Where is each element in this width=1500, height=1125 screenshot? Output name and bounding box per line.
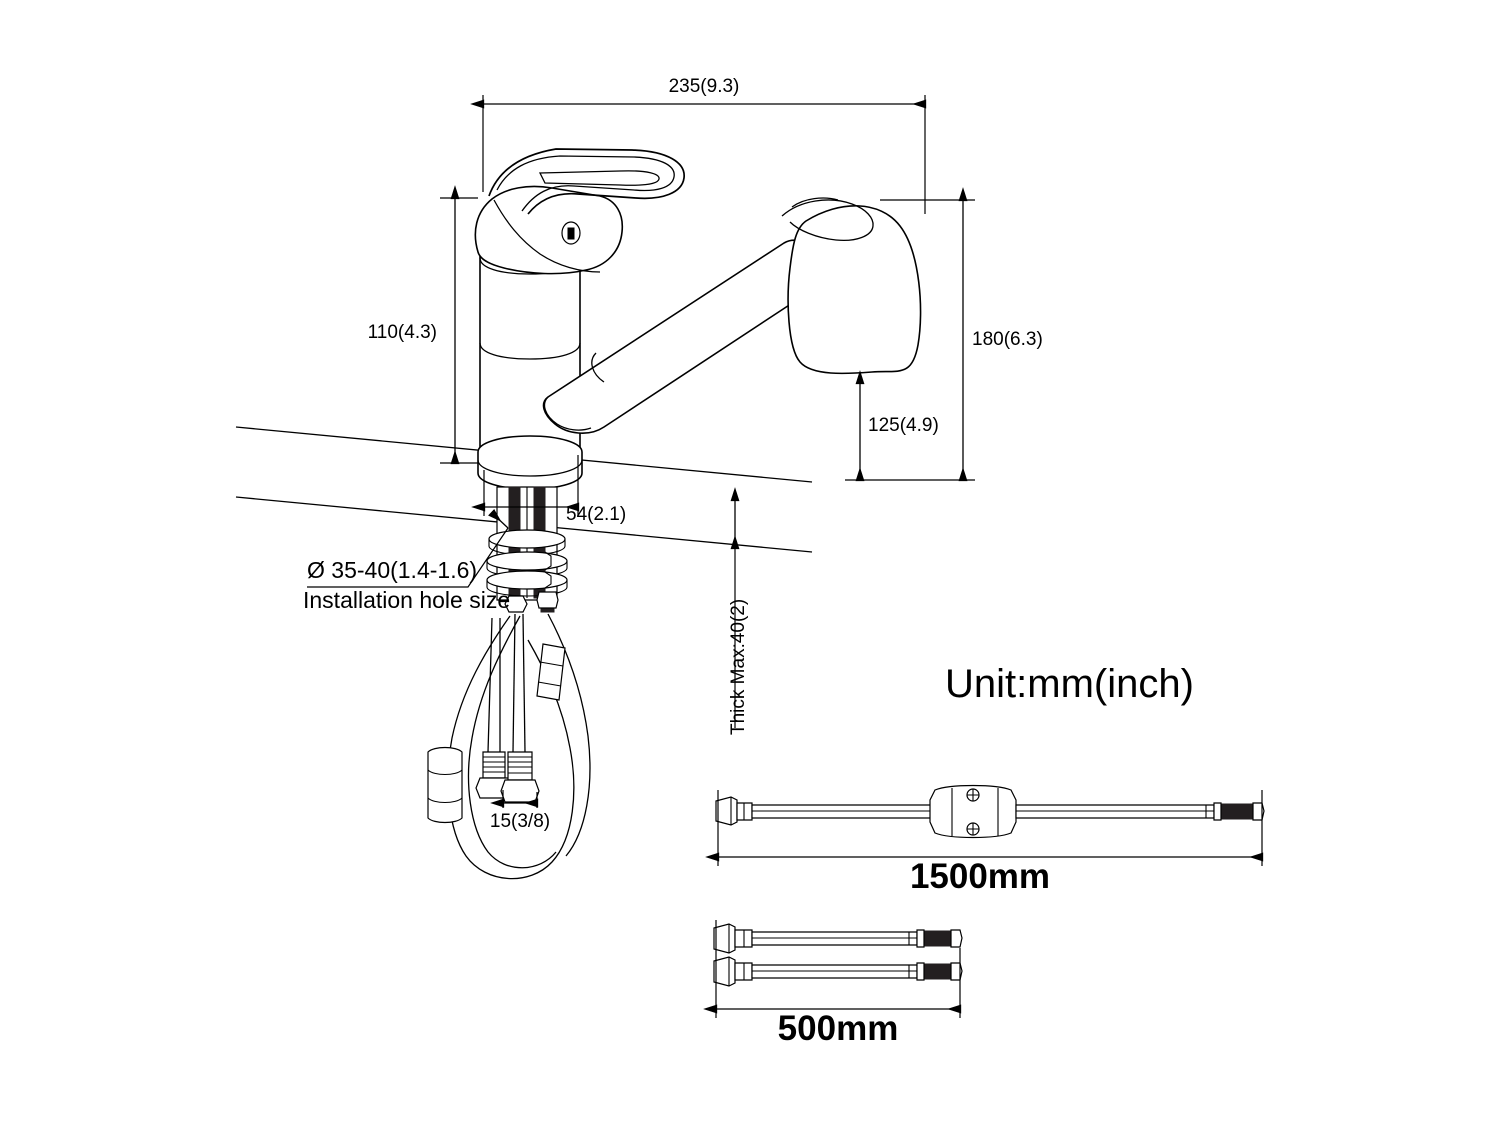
dimension-spray-head-height: 125(4.9) bbox=[855, 370, 939, 482]
hose-quick-connector bbox=[536, 643, 566, 701]
supply-hose-upper bbox=[713, 923, 963, 954]
spray-head bbox=[781, 197, 922, 375]
mounting-hardware bbox=[486, 529, 568, 613]
deck-flange bbox=[477, 435, 583, 490]
hose-ferrule-right bbox=[500, 751, 540, 803]
callout-hole-description-label: Installation hole size bbox=[303, 587, 510, 613]
dimension-spout-height: 180(6.3) bbox=[845, 187, 1043, 482]
dimension-body-height: 110(4.3) bbox=[368, 185, 478, 465]
supply-hose-lower bbox=[713, 956, 963, 987]
faucet-assembly-drawing bbox=[427, 148, 922, 880]
dimension-base-diameter: 54(2.1) bbox=[471, 455, 626, 525]
dimension-inlet-thread: 15(3/8) bbox=[490, 790, 550, 832]
dimension-label-body-height: 110(4.3) bbox=[368, 322, 437, 343]
dimension-label-spout-height: 180(6.3) bbox=[972, 329, 1043, 350]
part-pullout-hose-length-label: 1500mm bbox=[910, 857, 1050, 896]
faucet-cap-housing bbox=[474, 185, 624, 275]
dimension-label-overall-width: 235(9.3) bbox=[669, 76, 740, 97]
dimension-overall-width: 235(9.3) bbox=[470, 76, 927, 214]
dimension-label-counter-thickness: Thick Max:40(2) bbox=[728, 599, 749, 735]
hose-counterweight bbox=[427, 746, 463, 824]
callout-hole-diameter-label: Ø 35-40(1.4-1.6) bbox=[307, 557, 477, 583]
under-deck-hoses bbox=[427, 613, 591, 880]
dimension-label-inlet-thread: 15(3/8) bbox=[490, 811, 550, 832]
part-supply-hose-length-label: 500mm bbox=[778, 1009, 899, 1048]
lever-handle bbox=[488, 148, 685, 215]
dimension-label-base-diameter: 54(2.1) bbox=[566, 504, 626, 525]
dimension-counter-thickness: Thick Max:40(2) bbox=[728, 487, 749, 735]
callout-installation-hole: Ø 35-40(1.4-1.6) Installation hole size bbox=[303, 508, 510, 613]
part-supply-hoses: 500mm bbox=[703, 920, 963, 1048]
hose-ferrule-left bbox=[475, 751, 513, 799]
dimension-label-spray-head-height: 125(4.9) bbox=[868, 415, 939, 436]
unit-note-label: Unit:mm(inch) bbox=[945, 662, 1194, 706]
part-pullout-hose: 1500mm bbox=[705, 784, 1265, 896]
